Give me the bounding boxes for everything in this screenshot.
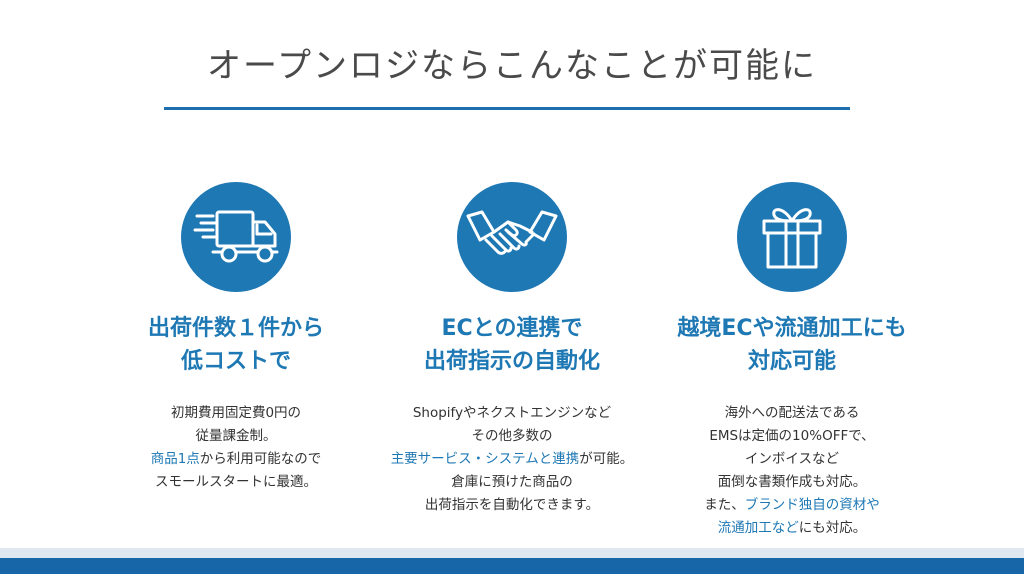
description-line: スモールスタートに最適。 [86,471,386,494]
feature-heading: ECとの連携で 出荷指示の自動化 [423,316,600,374]
description-line: 倉庫に預けた商品の [362,471,662,494]
description-line: 流通加工などにも対応。 [642,517,942,540]
title-divider [164,107,850,110]
description-line: インボイスなど [642,448,942,471]
description-text: その他多数の [471,428,553,444]
description-line: 海外への配送法である [642,402,942,425]
highlight-text: 流通加工など [717,520,799,536]
description-text: また、 [704,497,745,513]
footer-band [0,558,1024,574]
highlight-text: ブランド独自の資材や [744,497,880,513]
feature-description: 海外への配送法である EMSは定価の10%OFFで、インボイスなど面倒な書類作成も… [642,402,942,540]
description-line: EMSは定価の10%OFFで、 [642,425,942,448]
description-line: 従量課金制。 [86,425,386,448]
feature-low-cost: 出荷件数１件から 低コストで 初期費用固定費0円の従量課金制。商品1点から利用可… [86,182,386,494]
gift-icon [737,182,847,292]
description-line: その他多数の [362,425,662,448]
description-line: 主要サービス・システムと連携が可能。 [362,448,662,471]
description-text: 従量課金制。 [195,428,277,444]
highlight-text: 商品1点 [150,451,200,467]
handshake-icon [457,182,567,292]
description-text: EMSは定価の10%OFFで、 [709,428,875,444]
description-text: インボイスなど [744,451,840,467]
feature-heading: 越境ECや流通加工にも 対応可能 [677,316,907,374]
description-text: Shopifyやネクストエンジンなど [412,405,612,421]
description-text: が可能。 [579,451,634,467]
highlight-text: 主要サービス・システムと連携 [390,451,580,467]
footer-band-light [0,548,1024,558]
description-text: スモールスタートに最適。 [155,474,317,490]
feature-ec-integration: ECとの連携で 出荷指示の自動化 Shopifyやネクストエンジンなどその他多数… [362,182,662,517]
feature-cross-border: 越境ECや流通加工にも 対応可能 海外への配送法である EMSは定価の10%OFF… [642,182,942,540]
description-text: 初期費用固定費0円の [170,405,302,421]
description-text: にも対応。 [798,520,867,536]
description-line: また、ブランド独自の資材や [642,494,942,517]
feature-description: 初期費用固定費0円の従量課金制。商品1点から利用可能なのでスモールスタートに最適… [86,402,386,494]
feature-heading: 出荷件数１件から 低コストで [147,316,324,374]
description-line: 初期費用固定費0円の [86,402,386,425]
feature-description: Shopifyやネクストエンジンなどその他多数の主要サービス・システムと連携が可… [362,402,662,517]
description-line: 面倒な書類作成も対応。 [642,471,942,494]
page-title: オープンロジならこんなことが可能に [207,46,817,86]
description-text: から利用可能なので [199,451,322,467]
description-line: 商品1点から利用可能なので [86,448,386,471]
description-text: 出荷指示を自動化できます。 [424,497,600,513]
description-text: 面倒な書類作成も対応。 [717,474,867,490]
description-line: Shopifyやネクストエンジンなど [362,402,662,425]
truck-icon [181,182,291,292]
description-text: 海外への配送法である [724,405,860,421]
description-line: 出荷指示を自動化できます。 [362,494,662,517]
description-text: 倉庫に預けた商品の [451,474,573,490]
